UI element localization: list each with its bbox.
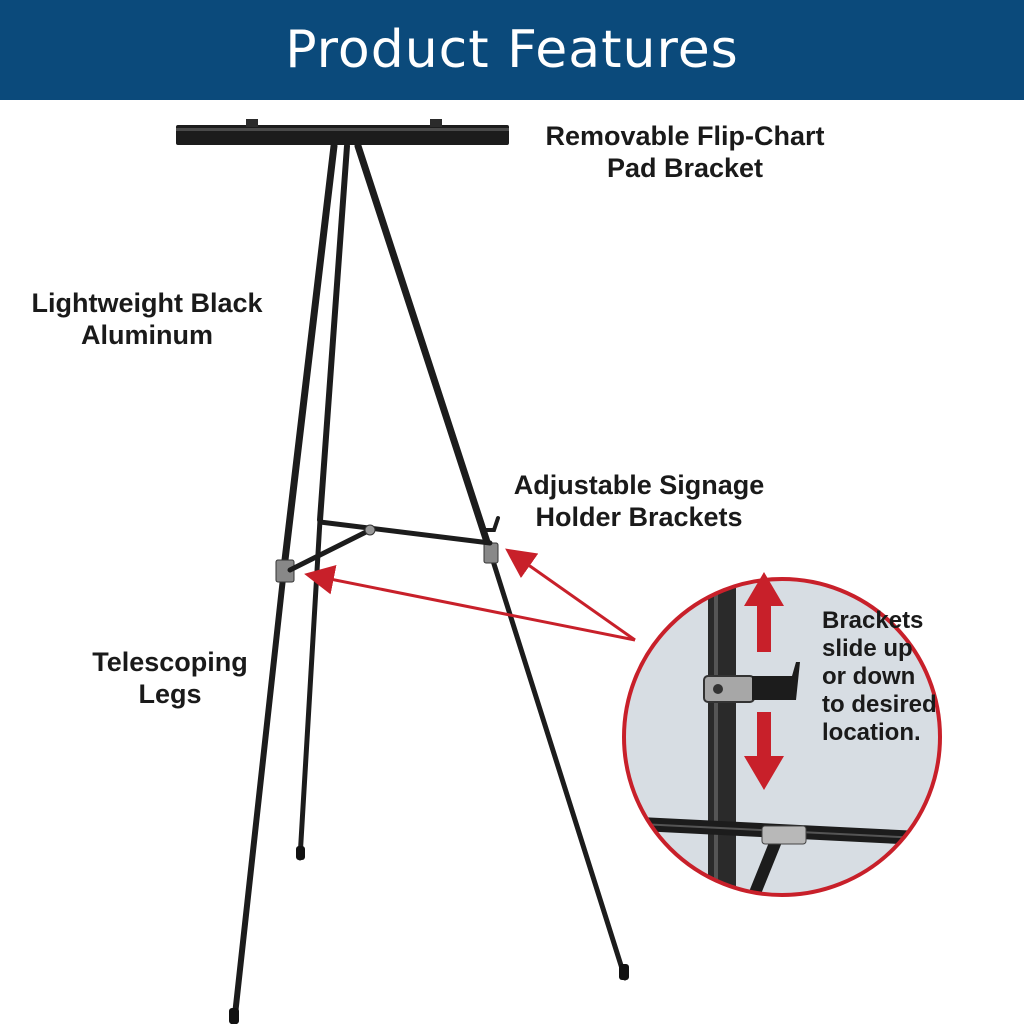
callout-line: Adjustable Signage	[513, 470, 765, 500]
callout-line: Lightweight Black	[31, 288, 263, 318]
arrow-up-icon	[744, 572, 784, 652]
caption-line: Brackets	[822, 607, 924, 634]
zoom-detail-circle	[622, 572, 942, 897]
page-title: Product Features	[285, 20, 739, 80]
cross-braces	[287, 516, 500, 573]
callout-line: Legs	[138, 679, 202, 709]
callout-line: Removable Flip-Chart	[545, 121, 825, 151]
callout-flip-chart-bracket: Removable Flip-Chart Pad Bracket	[520, 120, 850, 184]
pointer-arrow-icon	[304, 548, 636, 642]
caption-line: slide up	[822, 635, 913, 662]
caption-line: to desired	[822, 691, 937, 718]
caption-line: location.	[822, 719, 921, 746]
callout-signage-brackets: Adjustable Signage Holder Brackets	[496, 469, 782, 533]
easel-feet	[229, 846, 629, 1024]
callout-line: Telescoping	[92, 647, 248, 677]
callout-telescoping-legs: Telescoping Legs	[70, 646, 270, 710]
callout-aluminum: Lightweight Black Aluminum	[14, 287, 280, 351]
callout-line: Aluminum	[81, 320, 213, 350]
arrow-down-icon	[744, 712, 784, 790]
caption-line: or down	[822, 663, 916, 690]
easel-legs	[231, 142, 628, 1024]
telescoping-joints	[275, 542, 499, 583]
callout-line: Holder Brackets	[535, 502, 743, 532]
callout-line: Pad Bracket	[606, 153, 764, 183]
flip-chart-bracket	[176, 119, 509, 145]
header-banner: Product Features	[0, 0, 1024, 100]
zoom-detail-caption: Brackets slide up or down to desired loc…	[822, 607, 937, 747]
